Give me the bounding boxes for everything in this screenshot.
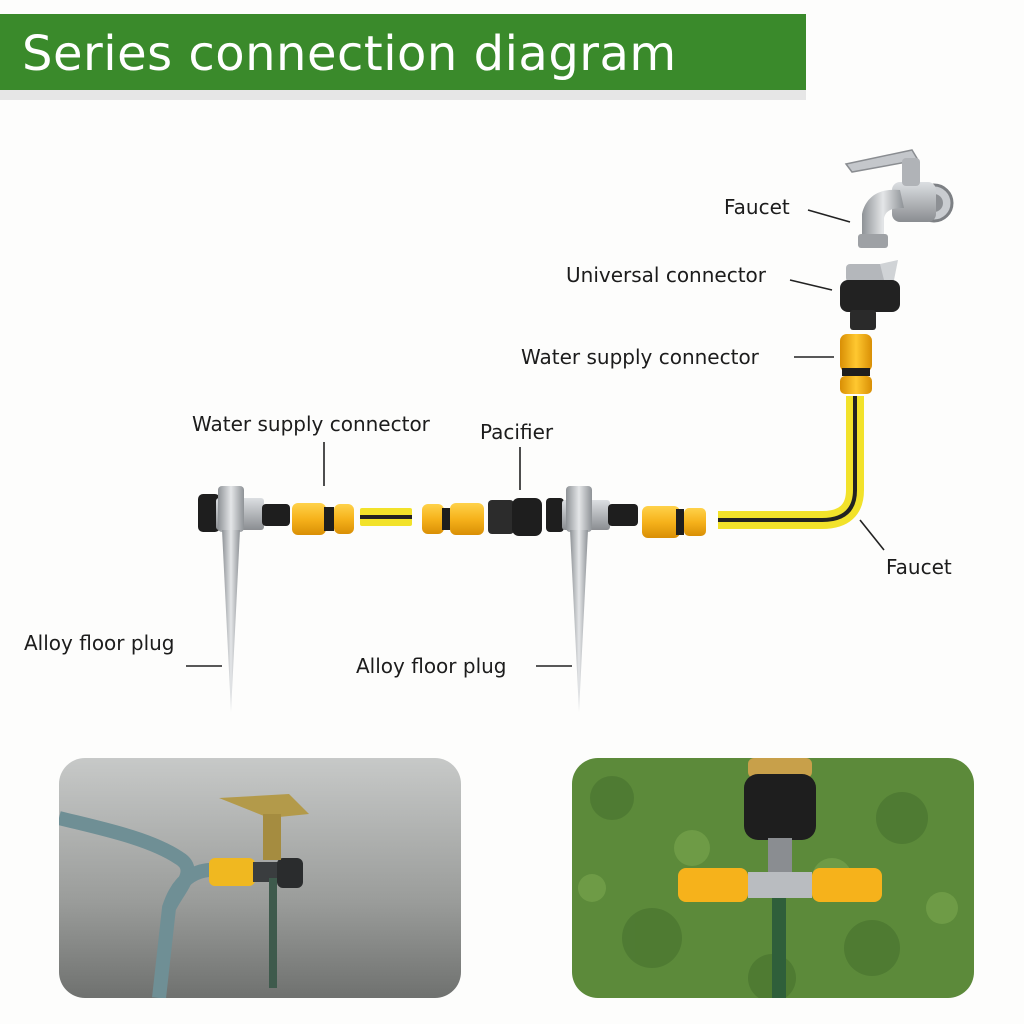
label-faucet-top: Faucet [724, 195, 790, 219]
water-supply-connector-left-icon [292, 503, 354, 535]
universal-connector-icon [840, 260, 900, 330]
label-water-supply-connector-right: Water supply connector [521, 345, 759, 369]
label-alloy-floor-plug-mid: Alloy floor plug [356, 654, 507, 678]
water-supply-connector-right-icon [840, 334, 872, 394]
quick-connector-right-icon [642, 506, 706, 538]
garden-hose [718, 396, 864, 529]
faucet-icon [844, 149, 954, 248]
pacifier-icon [488, 498, 542, 536]
quick-connector-mid-icon [422, 503, 484, 535]
page-title: Series connection diagram [22, 26, 677, 82]
label-universal-connector: Universal connector [566, 263, 767, 287]
sprinkler-wet-ground-photo [59, 758, 461, 998]
leader-lines [186, 209, 885, 667]
short-hose-segment [360, 508, 412, 526]
alloy-floor-plug-mid-icon [546, 486, 638, 712]
title-banner: Series connection diagram [0, 14, 806, 90]
banner-shadow [0, 90, 806, 100]
label-faucet-hose: Faucet [886, 555, 952, 579]
sprinkler-grass-photo [572, 758, 974, 998]
alloy-floor-plug-left-icon [198, 486, 290, 712]
label-alloy-floor-plug-left: Alloy floor plug [24, 631, 175, 655]
label-pacifier: Pacifier [480, 420, 554, 444]
label-water-supply-connector-left: Water supply connector [192, 412, 430, 436]
